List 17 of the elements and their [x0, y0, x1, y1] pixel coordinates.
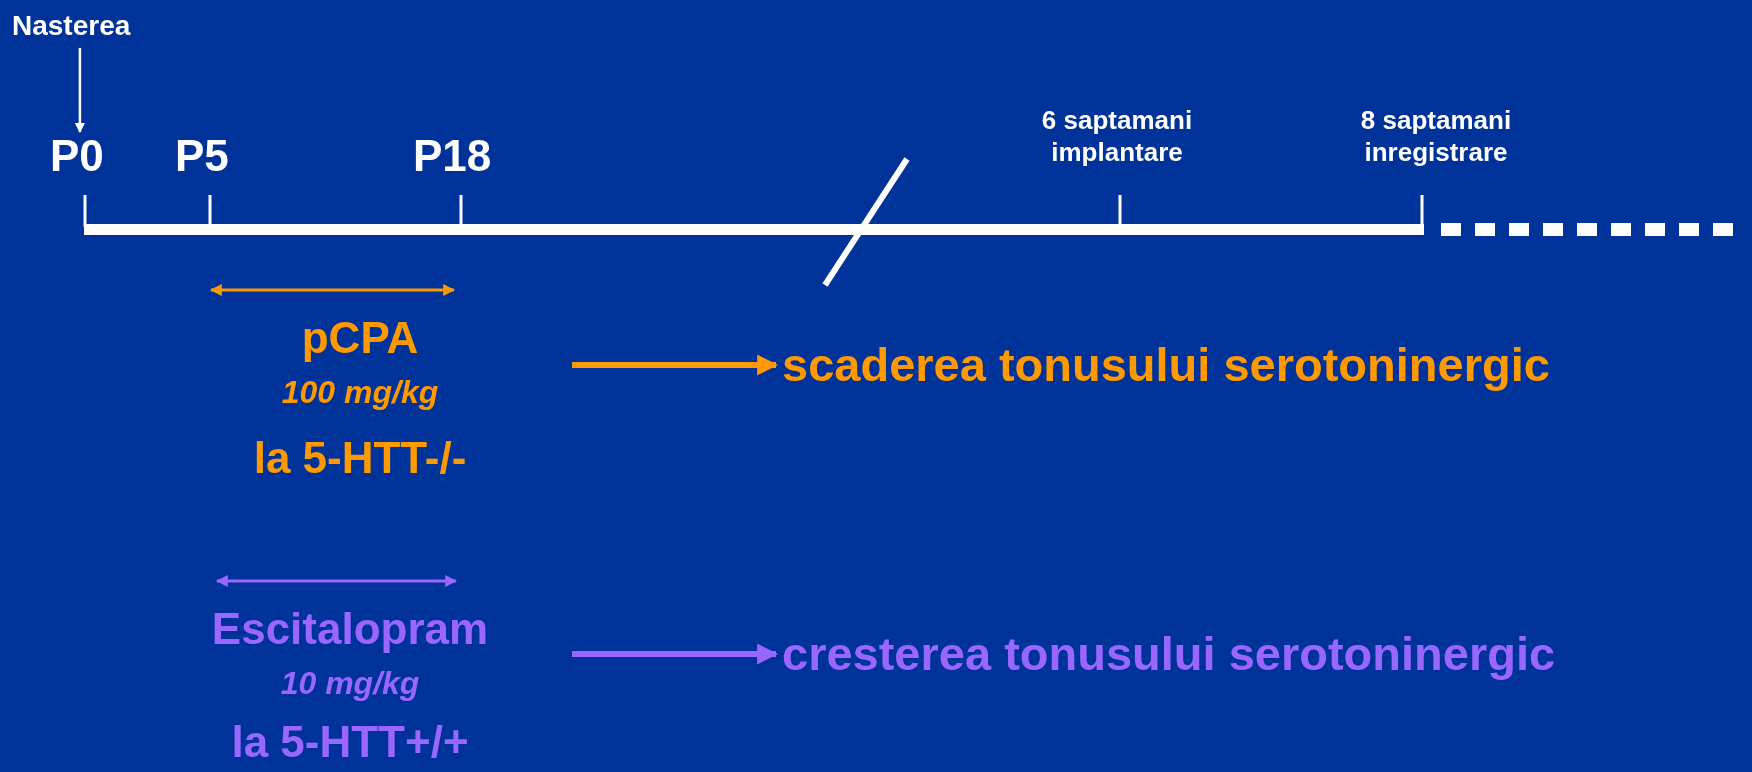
milestone-label: 8 saptamani inregistrare	[1359, 104, 1513, 168]
drug-name: Escitalopram	[210, 603, 490, 655]
arrow	[572, 354, 779, 376]
dose-text: 100 mg/kg	[280, 373, 440, 412]
timeline-label: P18	[413, 130, 492, 182]
timeline-label: P0	[50, 130, 104, 182]
outcome-label: scaderea tonusului serotoninergic	[782, 337, 1550, 393]
genotype-text: la 5-HTT-/-	[252, 432, 468, 484]
drug-name: pCPA	[300, 312, 420, 364]
arrow	[74, 48, 85, 133]
event-label: Nasterea	[12, 8, 131, 44]
genotype-text: la 5-HTT+/+	[230, 716, 470, 768]
dose-text: 10 mg/kg	[279, 664, 421, 703]
outcome-label: cresterea tonusului serotoninergic	[782, 626, 1556, 682]
timeline-label: P5	[175, 130, 229, 182]
milestone-label: 6 saptamani implantare	[1040, 104, 1194, 168]
arrow	[572, 643, 779, 665]
